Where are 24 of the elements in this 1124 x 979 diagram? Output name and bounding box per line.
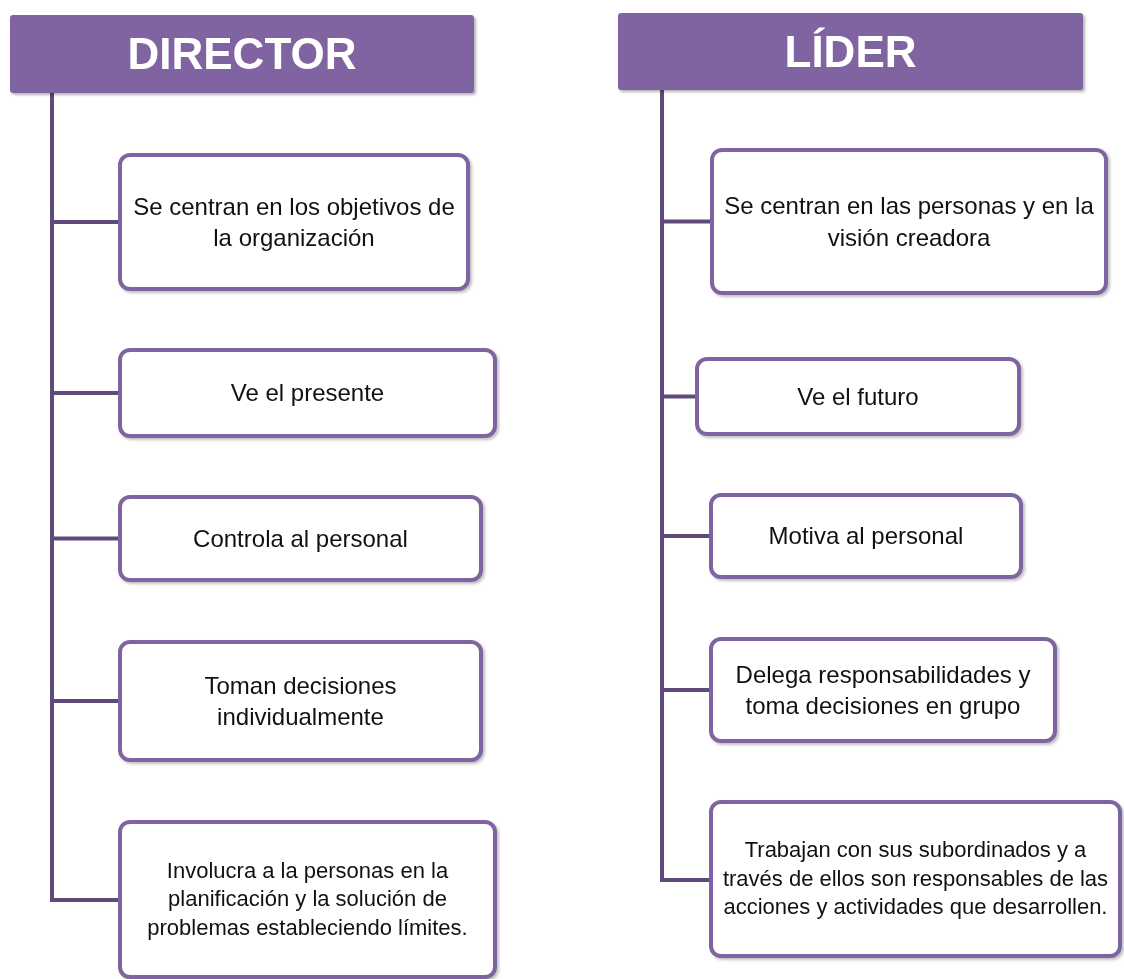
box-text: Motiva al personal bbox=[768, 521, 964, 552]
box-text: Ve el presente bbox=[230, 378, 385, 409]
box-text: Involucra a la personas en la planificación y la solución de problemas estableciendo límites. bbox=[146, 856, 469, 942]
text-box bbox=[118, 495, 483, 582]
text-box bbox=[710, 148, 1108, 295]
box-text: Se centran en las personas y en la visión creadora bbox=[723, 191, 1095, 253]
text-box bbox=[709, 637, 1057, 743]
box-text: Se centran en los objetivos de la organización bbox=[132, 191, 456, 253]
text-box bbox=[118, 153, 470, 291]
text-box bbox=[709, 800, 1122, 958]
box-text: Delega responsabilidades y toma decisiones en grupo bbox=[734, 659, 1032, 721]
box-text: Controla al personal bbox=[193, 523, 408, 554]
box-text: Toman decisiones individualmente bbox=[203, 670, 398, 732]
box-text: Ve el futuro bbox=[797, 381, 919, 412]
header-title: DIRECTOR bbox=[127, 29, 357, 79]
header-banner bbox=[618, 13, 1083, 90]
header-banner bbox=[10, 15, 474, 93]
box-text: Trabajan con sus subordinados y a través de ellos son responsables de las acciones y actividades que desarrollen. bbox=[721, 836, 1110, 922]
text-box bbox=[118, 348, 497, 438]
text-box bbox=[709, 493, 1023, 579]
text-box bbox=[118, 820, 497, 979]
text-box bbox=[118, 640, 483, 762]
text-box bbox=[695, 357, 1021, 436]
header-title: LÍDER bbox=[784, 26, 917, 77]
